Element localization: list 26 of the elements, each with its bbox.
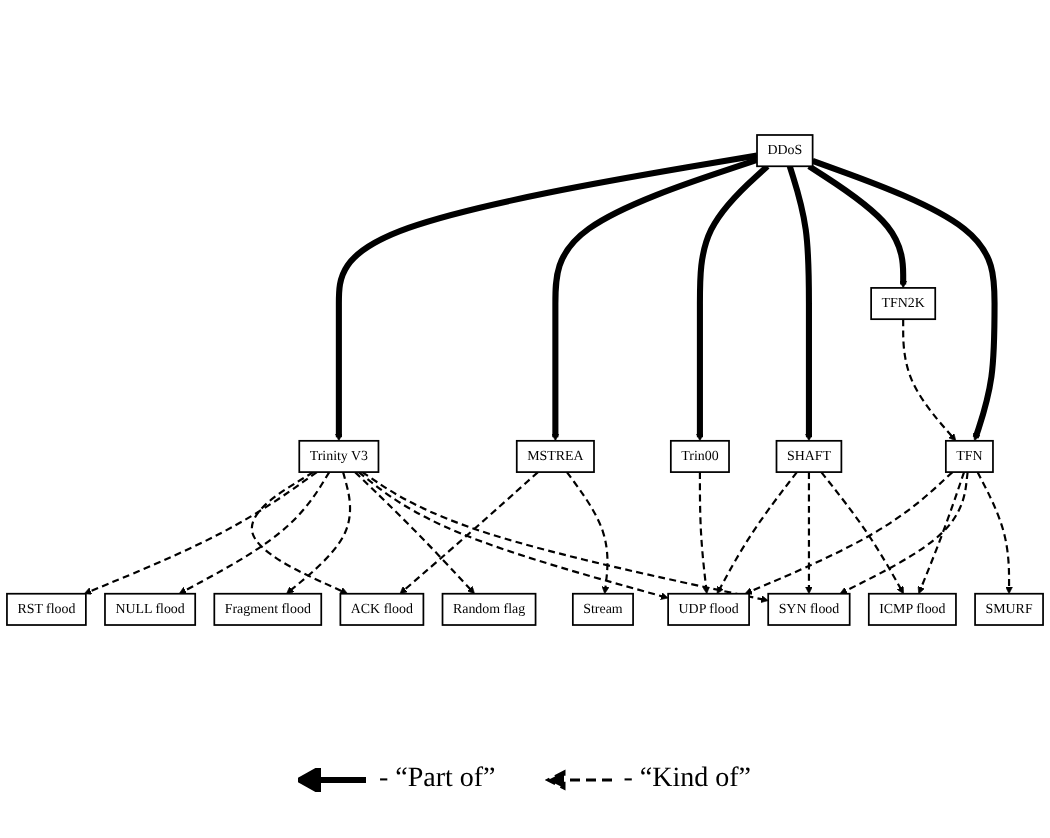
arrow — [354, 471, 475, 595]
arrow — [566, 471, 610, 595]
arrow — [786, 165, 813, 442]
arrow — [178, 471, 331, 595]
arrow — [357, 471, 669, 600]
arrow — [811, 157, 998, 442]
arrow — [976, 471, 1013, 595]
arrow — [807, 163, 907, 289]
arrow — [744, 471, 954, 595]
arrow — [361, 471, 769, 603]
arrow — [399, 471, 539, 595]
legend-text: - “Part of” — [378, 764, 496, 796]
arrow — [698, 472, 710, 595]
arrow — [805, 472, 813, 595]
legend-text: - “Kind of” — [623, 764, 752, 796]
arrow — [839, 471, 969, 595]
arrow — [551, 157, 758, 442]
arrow — [716, 471, 798, 595]
arrow — [250, 471, 348, 595]
arrow — [335, 152, 758, 442]
arrow — [820, 471, 904, 595]
arrow — [917, 471, 966, 595]
arrow — [902, 319, 957, 442]
arrow — [83, 471, 318, 595]
arrow — [286, 471, 352, 595]
arrow — [696, 164, 770, 442]
